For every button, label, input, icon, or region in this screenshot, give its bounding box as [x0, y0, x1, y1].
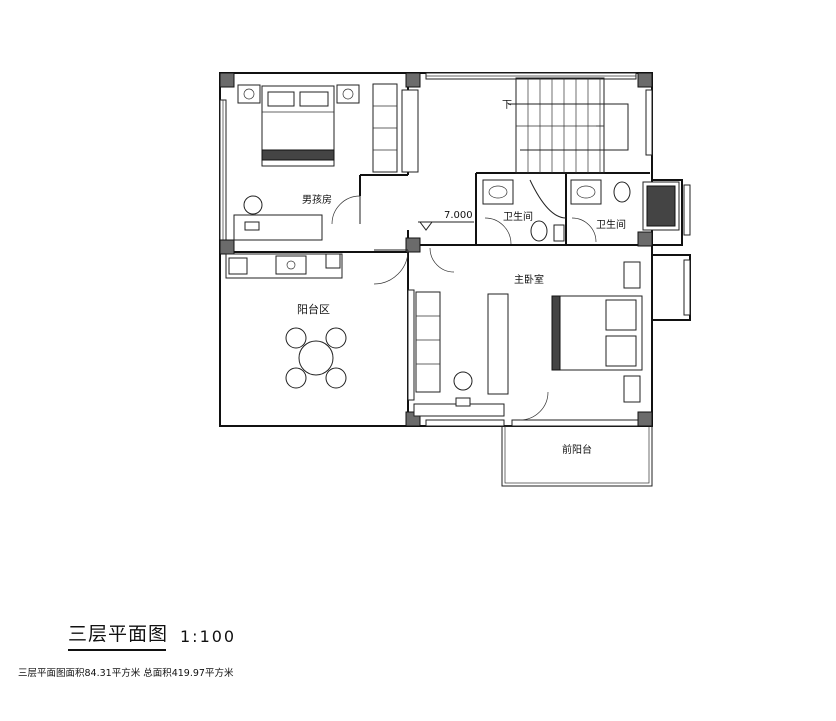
room-label-boys-room: 男孩房 — [302, 193, 332, 206]
stair-direction-label: 下 — [502, 100, 512, 111]
bathroom-fixtures — [482, 179, 680, 242]
master-bedroom-furniture — [413, 261, 643, 417]
room-label-front-balcony: 前阳台 — [562, 443, 592, 456]
staircase: 下 — [502, 77, 629, 174]
room-label-bathroom-b: 卫生间 — [596, 218, 626, 231]
drawing-title: 三层平面图 — [68, 623, 169, 645]
elevation-marker: 7.000 — [418, 210, 474, 231]
front-balcony-outline — [501, 425, 653, 487]
dining-set — [285, 327, 347, 389]
area-note: 三层平面图面积84.31平方米 总面积419.97平方米 — [18, 668, 234, 679]
room-label-bathroom-a: 卫生间 — [503, 210, 533, 223]
elevation-label: 7.000 — [444, 210, 473, 221]
title-underline — [68, 649, 166, 651]
windows — [219, 72, 691, 427]
balcony-counter — [225, 253, 343, 279]
structural-columns — [219, 72, 653, 427]
drawing-scale: 1:100 — [180, 627, 237, 646]
boys-room-furniture — [233, 83, 419, 241]
door-swings — [331, 195, 597, 421]
room-label-balcony-area: 阳台区 — [297, 302, 330, 316]
room-label-master-bedroom: 主卧室 — [514, 273, 544, 286]
